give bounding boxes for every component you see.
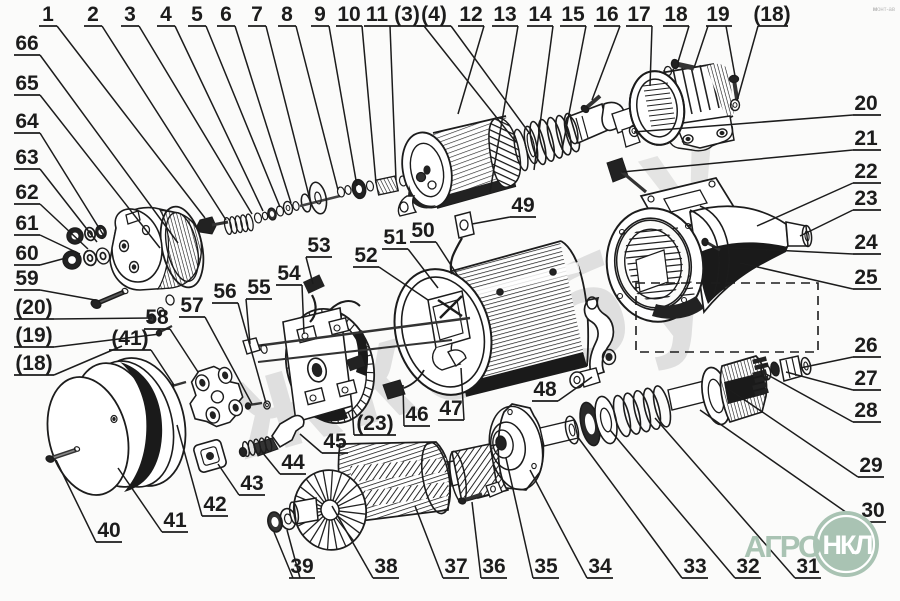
svg-text:2: 2 (87, 3, 99, 26)
svg-text:33: 33 (683, 555, 706, 578)
svg-text:41: 41 (163, 509, 187, 532)
svg-text:54: 54 (277, 262, 301, 285)
svg-text:46: 46 (405, 403, 428, 426)
svg-text:40: 40 (97, 519, 120, 542)
svg-text:(41): (41) (111, 327, 148, 350)
svg-text:21: 21 (854, 127, 878, 150)
svg-text:9: 9 (314, 3, 326, 26)
svg-text:19: 19 (706, 3, 729, 26)
svg-text:(4): (4) (421, 3, 447, 26)
svg-text:30: 30 (861, 499, 884, 522)
svg-text:16: 16 (595, 3, 618, 26)
svg-text:18: 18 (664, 3, 688, 26)
svg-text:59: 59 (15, 267, 38, 290)
svg-text:8: 8 (281, 3, 293, 26)
svg-text:24: 24 (854, 231, 878, 254)
svg-text:34: 34 (588, 555, 612, 578)
svg-text:1: 1 (42, 3, 54, 26)
svg-text:(19): (19) (15, 324, 52, 347)
svg-text:22: 22 (854, 160, 877, 183)
svg-text:27: 27 (854, 367, 877, 390)
svg-text:39: 39 (290, 555, 313, 578)
svg-text:(23): (23) (356, 412, 393, 435)
svg-text:61: 61 (15, 212, 39, 235)
svg-text:17: 17 (627, 3, 650, 26)
svg-text:3: 3 (124, 3, 136, 26)
svg-text:20: 20 (854, 92, 877, 115)
svg-text:13: 13 (493, 3, 516, 26)
svg-text:48: 48 (533, 378, 557, 401)
svg-text:6: 6 (220, 3, 232, 26)
svg-text:56: 56 (213, 280, 236, 303)
svg-text:31: 31 (796, 555, 820, 578)
svg-text:49: 49 (511, 194, 534, 217)
svg-text:42: 42 (203, 493, 226, 516)
svg-text:37: 37 (444, 555, 467, 578)
svg-text:(20): (20) (15, 296, 52, 319)
svg-text:66: 66 (15, 32, 38, 55)
svg-text:63: 63 (15, 146, 38, 169)
svg-text:32: 32 (736, 555, 759, 578)
svg-text:43: 43 (240, 472, 263, 495)
svg-text:44: 44 (281, 451, 305, 474)
svg-text:10: 10 (337, 3, 360, 26)
svg-text:60: 60 (15, 242, 38, 265)
svg-text:(3): (3) (394, 3, 420, 26)
svg-text:монт-ав: монт-ав (873, 7, 895, 13)
svg-text:НКЛ: НКЛ (823, 530, 873, 560)
svg-text:55: 55 (247, 276, 271, 299)
svg-text:29: 29 (859, 454, 882, 477)
svg-text:14: 14 (528, 3, 552, 26)
svg-text:38: 38 (374, 555, 398, 578)
svg-text:53: 53 (307, 234, 330, 257)
svg-text:51: 51 (383, 226, 407, 249)
svg-text:(18): (18) (753, 3, 790, 26)
svg-text:65: 65 (15, 72, 39, 95)
svg-text:АГРО: АГРО (744, 529, 821, 564)
svg-text:5: 5 (191, 3, 203, 26)
svg-text:57: 57 (180, 294, 203, 317)
svg-text:12: 12 (459, 3, 482, 26)
svg-text:58: 58 (145, 306, 169, 329)
svg-text:4: 4 (160, 3, 172, 26)
svg-text:52: 52 (354, 244, 377, 267)
svg-text:28: 28 (854, 399, 878, 422)
svg-text:35: 35 (534, 555, 558, 578)
svg-text:7: 7 (251, 3, 263, 26)
svg-text:(18): (18) (15, 352, 52, 375)
svg-text:47: 47 (439, 397, 462, 420)
svg-text:15: 15 (561, 3, 585, 26)
svg-text:45: 45 (323, 430, 347, 453)
svg-text:23: 23 (854, 187, 877, 210)
svg-text:50: 50 (411, 219, 434, 242)
svg-text:26: 26 (854, 334, 877, 357)
svg-text:36: 36 (482, 555, 505, 578)
svg-text:25: 25 (854, 266, 878, 289)
svg-text:11: 11 (366, 3, 389, 26)
svg-text:64: 64 (15, 110, 39, 133)
svg-text:62: 62 (15, 181, 38, 204)
